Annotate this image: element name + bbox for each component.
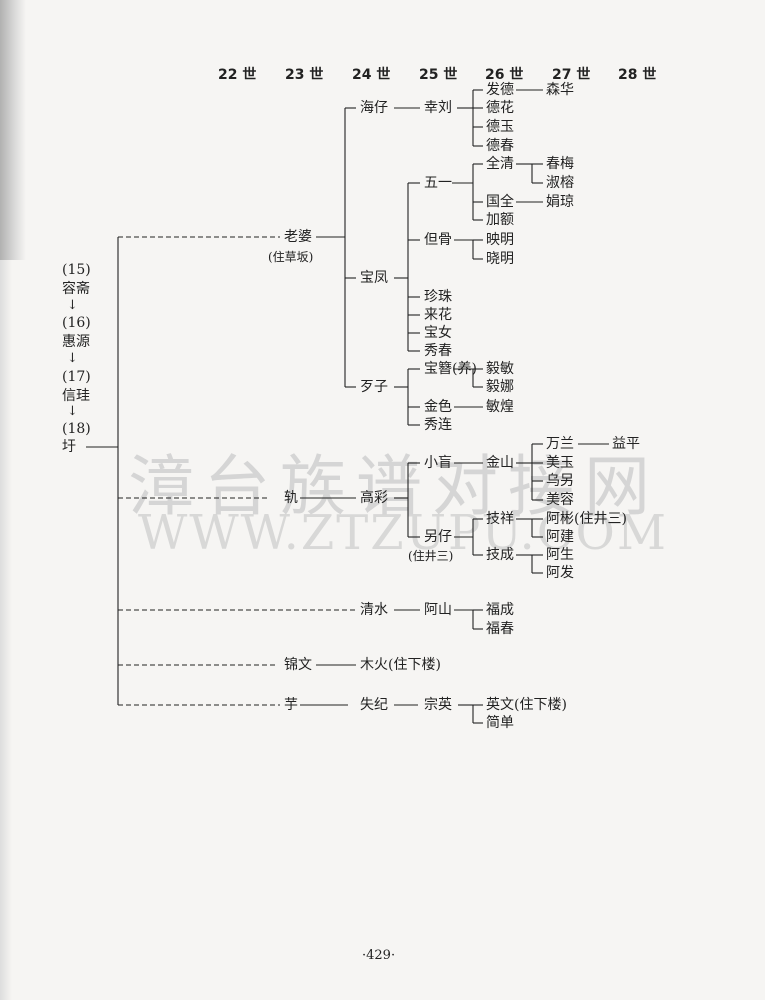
person-name: 春梅: [546, 156, 574, 172]
generation-header-24: 24 世: [352, 67, 391, 83]
person-name: 美容: [546, 492, 574, 508]
person-name: 阿山: [424, 602, 452, 618]
scan-shadow-lower: [0, 260, 12, 1000]
ancestor-gen-18: (18): [62, 421, 91, 437]
scan-shadow: [0, 0, 26, 260]
person-name: 清水: [360, 602, 388, 618]
person-name: 海仔: [360, 100, 388, 116]
person-name: 木火(住下楼): [360, 657, 441, 673]
person-name: 歹子: [360, 379, 388, 395]
person-name: 毅娜: [486, 379, 514, 395]
person-name: 英文(住下楼): [486, 697, 567, 713]
ancestor-name-18: 圩: [62, 439, 76, 455]
person-name: 珍珠: [424, 289, 452, 305]
ancestor-name-15: 容斋: [62, 281, 90, 297]
person-name: 福春: [486, 621, 514, 637]
person-name: 全清: [486, 156, 514, 172]
person-name: 轨: [284, 490, 298, 506]
person-name: 秀春: [424, 343, 452, 359]
person-name: 芋: [284, 697, 298, 713]
person-name: 美玉: [546, 455, 574, 471]
ancestor-gen-16: (16): [62, 315, 91, 331]
watermark-url: WWW.ZTZUPU.COM: [138, 505, 669, 561]
person-name: 阿建: [546, 529, 574, 545]
down-arrow-icon: ↓: [67, 404, 78, 419]
ancestor-name-17: 信珪: [62, 388, 90, 404]
person-name: 阿发: [546, 565, 574, 581]
residence-note: (住井三): [408, 549, 454, 563]
person-name: 宝凤: [360, 270, 388, 286]
person-name: 小盲: [424, 455, 452, 471]
person-name: 淑榕: [546, 175, 574, 191]
person-name: 宝女: [424, 325, 452, 341]
person-name: 阿彬(住井三): [546, 511, 627, 527]
ancestor-name-16: 惠源: [62, 334, 90, 350]
person-name: 乌另: [546, 473, 574, 489]
person-name: 简单: [486, 715, 514, 731]
person-name: 另仔: [424, 529, 452, 545]
person-name: 秀连: [424, 417, 452, 433]
person-name: 毅敏: [486, 361, 514, 377]
person-name: 晓明: [486, 251, 514, 267]
generation-header-27: 27 世: [552, 67, 591, 83]
person-name: 但骨: [424, 232, 452, 248]
person-name: 德花: [486, 100, 514, 116]
watermark-chinese: 漳台族谱对接网: [128, 448, 660, 525]
person-name: 失纪: [360, 697, 388, 713]
person-name: 金山: [486, 455, 514, 471]
generation-header-28: 28 世: [618, 67, 657, 83]
ancestor-gen-17: (17): [62, 369, 91, 385]
person-name: 高彩: [360, 490, 388, 506]
person-name: 幸刘: [424, 100, 452, 116]
generation-header-22: 22 世: [218, 67, 257, 83]
person-name: 德春: [486, 138, 514, 154]
generation-header-26: 26 世: [485, 67, 524, 83]
person-name: 阿生: [546, 547, 574, 563]
person-name: 老婆: [284, 229, 312, 245]
person-name: 森华: [546, 82, 574, 98]
person-name: 万兰: [546, 436, 574, 452]
ancestor-gen-15: (15): [62, 262, 91, 278]
generation-header-25: 25 世: [419, 67, 458, 83]
person-name: 德玉: [486, 119, 514, 135]
person-name: 宝簪(养): [424, 361, 477, 377]
person-name: 宗英: [424, 697, 452, 713]
down-arrow-icon: ↓: [67, 351, 78, 366]
person-name: 来花: [424, 307, 452, 323]
person-name: 发德: [486, 82, 514, 98]
person-name: 福成: [486, 602, 514, 618]
person-name: 技成: [486, 547, 514, 563]
person-name: 金色: [424, 399, 452, 415]
person-name: 敏煌: [486, 399, 514, 415]
down-arrow-icon: ↓: [67, 298, 78, 313]
person-name: 锦文: [284, 657, 312, 673]
person-name: 娟琼: [546, 194, 574, 210]
person-name: 加额: [486, 212, 514, 228]
person-name: 映明: [486, 232, 514, 248]
person-name: 五一: [424, 175, 452, 191]
generation-header-23: 23 世: [285, 67, 324, 83]
person-name: 益平: [612, 436, 640, 452]
person-name: 技祥: [486, 511, 514, 527]
page-number: ·429·: [362, 948, 396, 963]
person-name: 国全: [486, 194, 514, 210]
residence-note: (住草坂): [268, 250, 314, 264]
